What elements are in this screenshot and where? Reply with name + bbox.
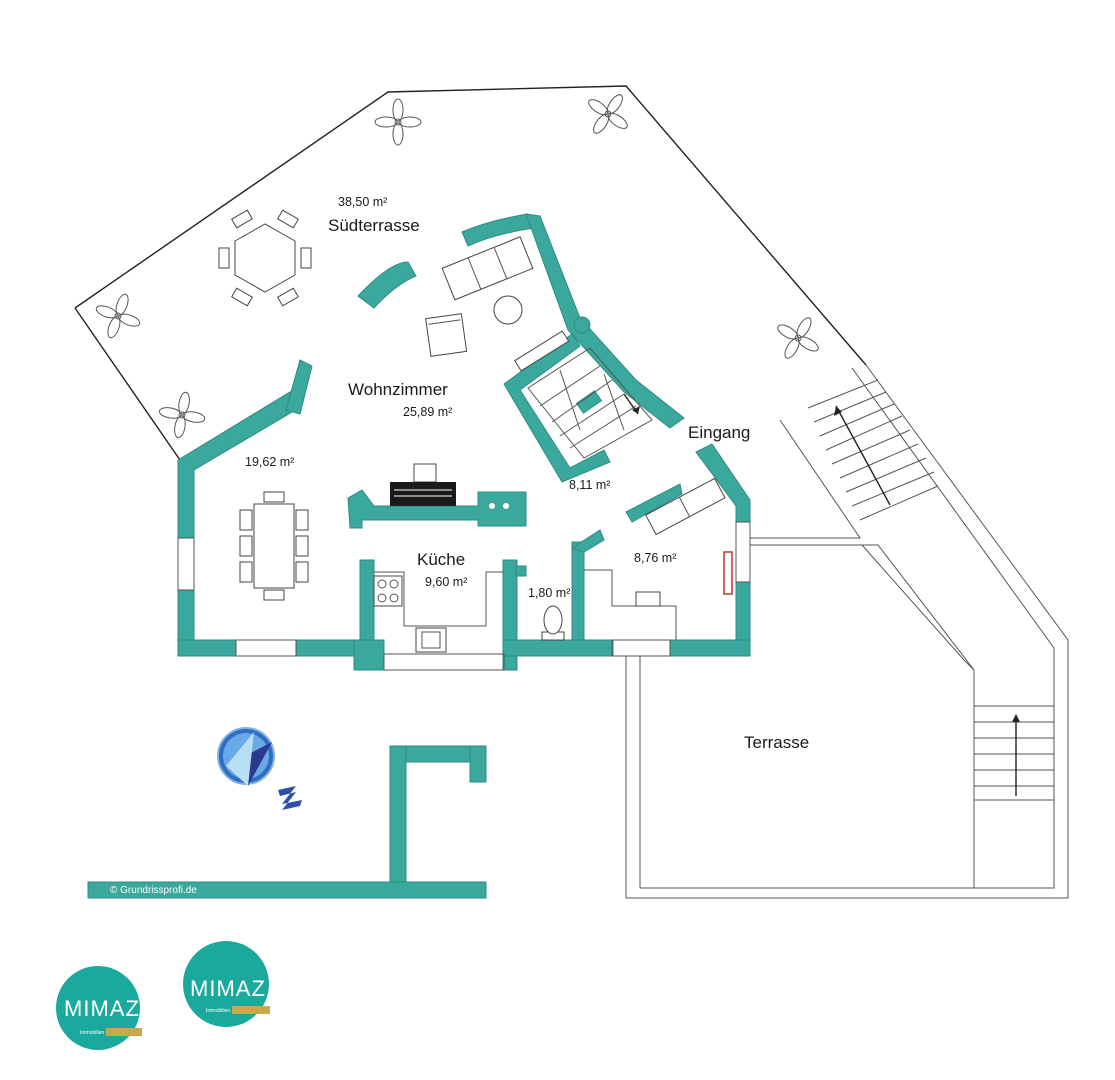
toilet bbox=[541, 605, 565, 641]
wc-area: 1,80 m² bbox=[528, 586, 570, 600]
coffee-table bbox=[493, 295, 523, 325]
suedterrasse-label: Südterrasse bbox=[328, 216, 420, 235]
staircase-inner bbox=[527, 347, 653, 459]
eingang-label: Eingang bbox=[688, 423, 750, 442]
svg-text:Immobilien: Immobilien bbox=[80, 1030, 104, 1036]
stove-burner bbox=[489, 503, 495, 509]
stove-burner bbox=[503, 503, 509, 509]
outdoor-staircase bbox=[625, 364, 1069, 899]
svg-text:MIMAZ: MIMAZ bbox=[190, 976, 266, 1001]
sofa bbox=[441, 236, 534, 301]
dining-table bbox=[239, 491, 309, 601]
essbereich-area: 19,62 m² bbox=[245, 455, 294, 469]
suedterrasse-outline bbox=[74, 85, 867, 461]
mimaz-logo: MIMAZ Immobilien bbox=[56, 966, 142, 1050]
walls bbox=[87, 213, 751, 899]
terrasse-label: Terrasse bbox=[744, 733, 809, 752]
plant-icon bbox=[374, 98, 422, 146]
plant-icon bbox=[95, 293, 141, 339]
fireplace bbox=[390, 463, 456, 506]
suedterrasse-area: 38,50 m² bbox=[338, 195, 387, 209]
wardrobe bbox=[584, 569, 677, 640]
bench bbox=[645, 477, 726, 536]
plant-icon bbox=[588, 94, 628, 134]
kueche-label: Küche bbox=[417, 550, 465, 569]
plant-icon bbox=[777, 317, 819, 359]
radiator bbox=[723, 551, 733, 595]
compass-icon bbox=[217, 727, 302, 810]
copyright-text: © Grundrissprofi.de bbox=[110, 885, 197, 896]
treppe-area: 8,11 m² bbox=[569, 478, 610, 492]
flur-area: 8,76 m² bbox=[634, 551, 676, 565]
cabinet bbox=[635, 591, 661, 607]
svg-text:MIMAZ: MIMAZ bbox=[64, 996, 140, 1021]
plant-icon bbox=[158, 391, 206, 439]
svg-text:Immobilien: Immobilien bbox=[206, 1008, 230, 1014]
wohnzimmer-area: 25,89 m² bbox=[403, 405, 452, 419]
kueche-area: 9,60 m² bbox=[425, 575, 467, 589]
wohnzimmer-label: Wohnzimmer bbox=[348, 380, 448, 399]
terrace-table bbox=[218, 209, 312, 307]
armchair bbox=[425, 313, 468, 357]
sideboard bbox=[514, 330, 570, 372]
kitchen-counter bbox=[373, 571, 503, 653]
mimaz-logo: MIMAZ Immobilien bbox=[183, 941, 270, 1027]
windows bbox=[177, 521, 751, 671]
